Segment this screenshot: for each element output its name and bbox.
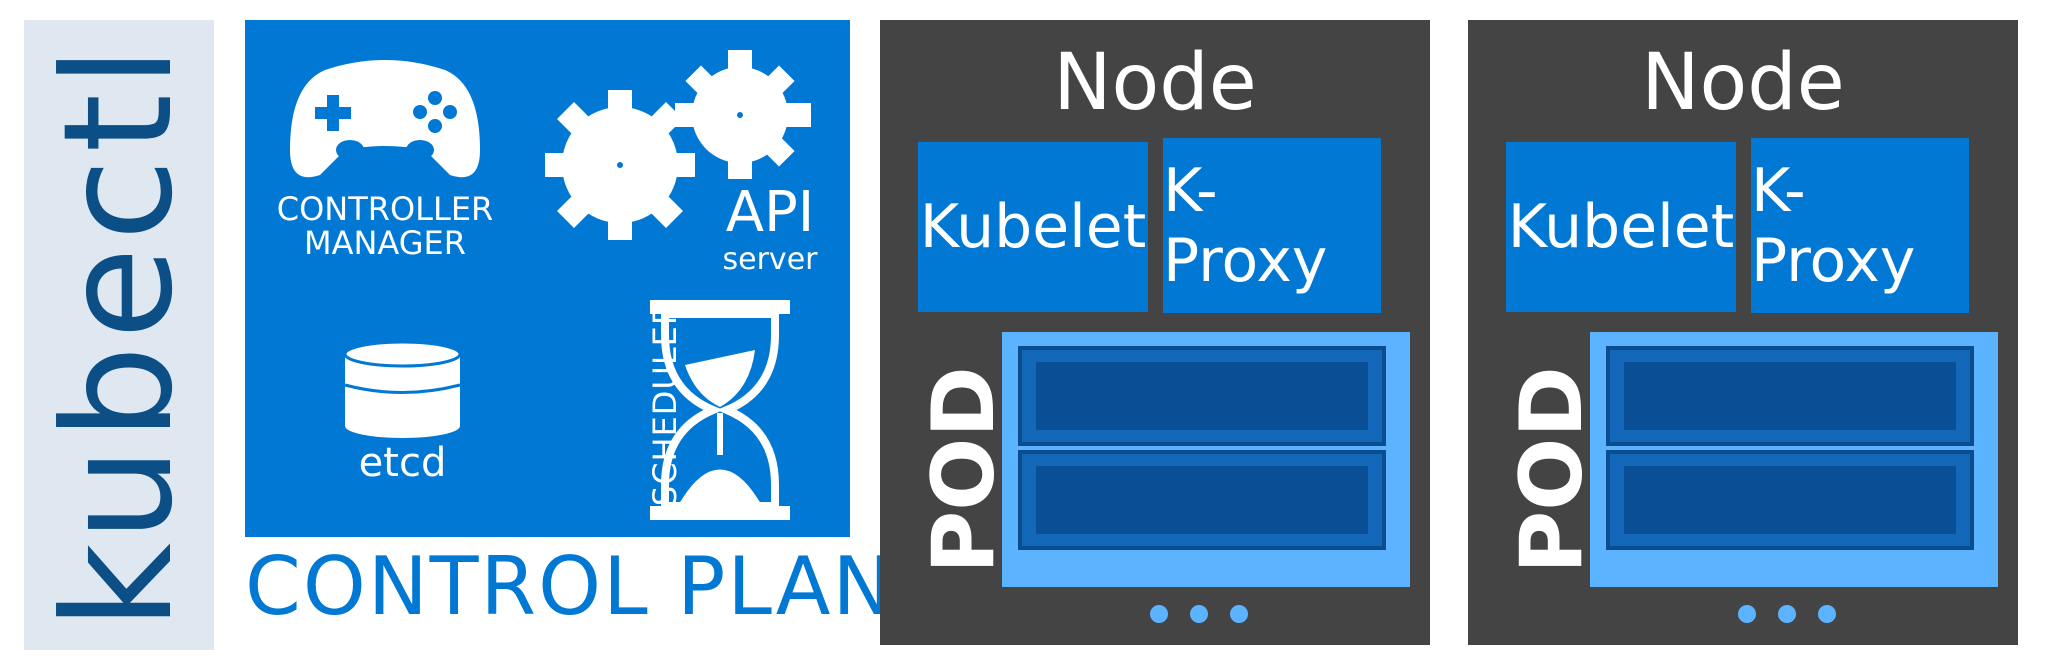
controller-manager-label: CONTROLLER MANAGER: [276, 190, 494, 262]
ellipsis-dot: [1230, 605, 1248, 623]
node-panel: Node Kubelet K-Proxy POD: [880, 20, 1430, 645]
kubelet-label: Kubelet: [919, 192, 1147, 262]
kproxy-tile: K-Proxy: [1751, 138, 1969, 313]
server-rack: [1018, 450, 1386, 550]
control-plane-title: CONTROL PLANE: [245, 540, 947, 633]
kproxy-label: K-Proxy: [1751, 155, 1916, 296]
api-server-title: API: [725, 180, 815, 245]
node-panel: Node Kubelet K-Proxy POD: [1468, 20, 2018, 645]
kubectl-label: kubectl: [32, 40, 206, 630]
node-title: Node: [1641, 38, 1845, 128]
kubectl-panel: kubectl: [24, 20, 214, 650]
gamepad-icon: [290, 60, 480, 178]
pod-container: [1002, 332, 1410, 587]
ellipsis-dot: [1190, 605, 1208, 623]
etcd-label: etcd: [358, 440, 447, 486]
pod-container: [1590, 332, 1998, 587]
control-plane-panel: CONTROLLER MANAGER API server: [245, 20, 850, 537]
server-rack: [1606, 450, 1974, 550]
kproxy-label: K-Proxy: [1163, 155, 1328, 296]
ellipsis-dot: [1150, 605, 1168, 623]
kproxy-tile: K-Proxy: [1163, 138, 1381, 313]
hourglass-icon: [650, 300, 790, 520]
kubelet-label: Kubelet: [1507, 192, 1735, 262]
scheduler-label: SCHEDULER: [646, 301, 684, 507]
ellipsis-dot: [1818, 605, 1836, 623]
kubelet-tile: Kubelet: [1506, 142, 1736, 312]
gears-icon: [545, 50, 811, 240]
database-icon: [343, 340, 462, 438]
server-rack: [1606, 346, 1974, 446]
pod-label: POD: [1501, 366, 1602, 574]
pod-label: POD: [913, 366, 1014, 574]
server-rack: [1018, 346, 1386, 446]
api-server-subtitle: server: [722, 242, 818, 277]
kubelet-tile: Kubelet: [918, 142, 1148, 312]
ellipsis-dot: [1738, 605, 1756, 623]
ellipsis-dot: [1778, 605, 1796, 623]
node-title: Node: [1053, 38, 1257, 128]
